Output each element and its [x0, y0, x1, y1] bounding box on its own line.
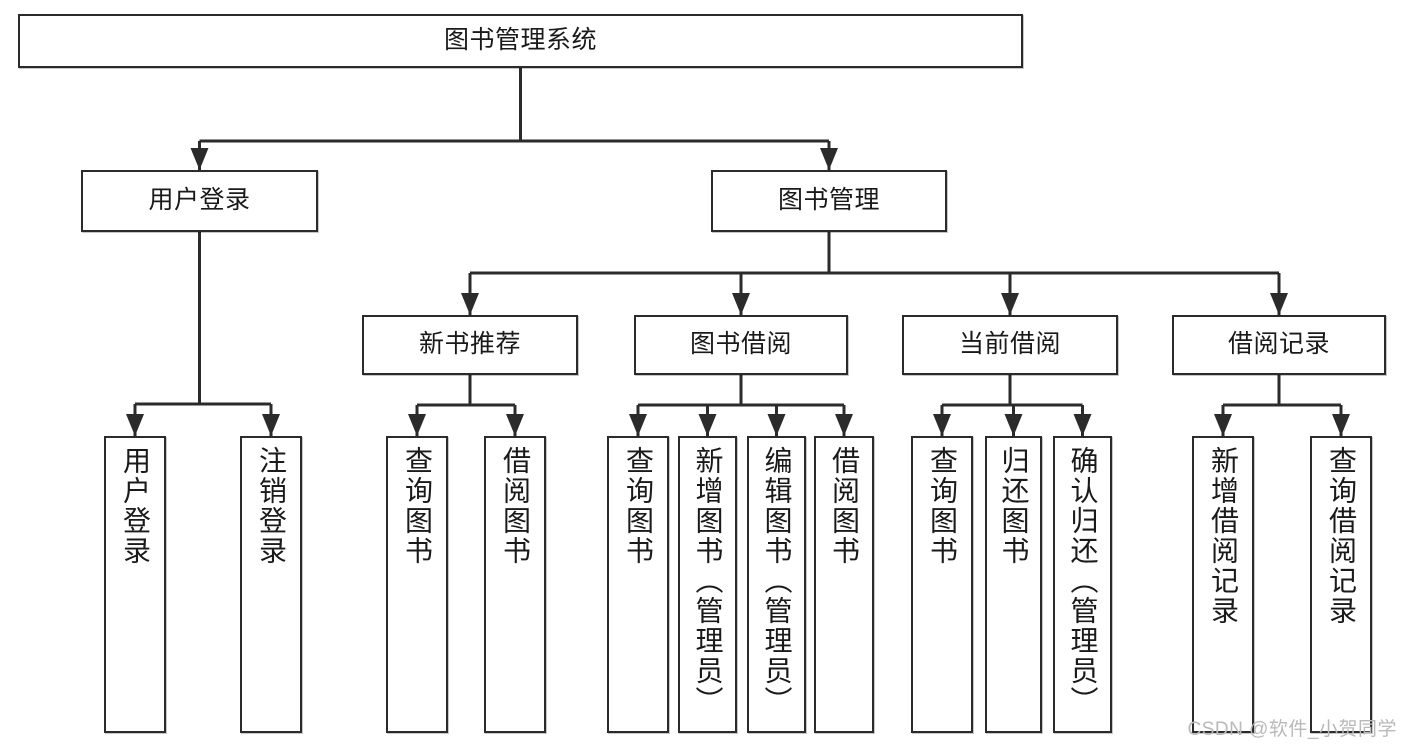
node-user-login[interactable]: 用户登录	[81, 170, 318, 232]
node-leaf-logout-login-label: 注销登录	[256, 446, 287, 566]
node-leaf-borrow-book-1-label: 借阅图书	[500, 446, 531, 566]
node-leaf-user-login[interactable]: 用户登录	[104, 436, 166, 733]
node-leaf-query-book-3[interactable]: 查询图书	[911, 436, 973, 733]
node-leaf-borrow-book-1[interactable]: 借阅图书	[484, 436, 546, 733]
node-leaf-edit-book[interactable]: 编辑图书（管理员）	[747, 436, 806, 733]
node-book-borrow[interactable]: 图书借阅	[634, 315, 848, 375]
watermark: CSDN @软件_小贺同学	[1187, 719, 1397, 740]
node-leaf-borrow-book-2-label: 借阅图书	[829, 446, 860, 566]
node-leaf-add-book[interactable]: 新增图书（管理员）	[678, 436, 737, 733]
node-leaf-add-borrow-record-label: 新增借阅记录	[1208, 446, 1239, 626]
node-leaf-query-book-3-label: 查询图书	[927, 446, 958, 566]
node-borrow-record-label: 借阅记录	[1227, 330, 1330, 359]
node-leaf-logout-login[interactable]: 注销登录	[240, 436, 302, 733]
node-leaf-user-login-label: 用户登录	[120, 446, 151, 566]
node-book-manage-label: 图书管理	[777, 186, 880, 215]
node-leaf-confirm-return-label: 确认归还（管理员）	[1067, 446, 1099, 716]
node-leaf-return-book-label: 归还图书	[998, 446, 1030, 566]
node-root-label: 图书管理系统	[443, 26, 597, 55]
node-leaf-borrow-book-2[interactable]: 借阅图书	[814, 436, 874, 733]
node-leaf-return-book[interactable]: 归还图书	[985, 436, 1042, 733]
node-leaf-query-book-1-label: 查询图书	[402, 446, 433, 566]
node-leaf-query-book-2-label: 查询图书	[623, 446, 654, 566]
node-leaf-add-book-label: 新增图书（管理员）	[692, 446, 724, 716]
node-current-borrow[interactable]: 当前借阅	[902, 315, 1118, 375]
node-leaf-add-borrow-record[interactable]: 新增借阅记录	[1192, 436, 1254, 733]
node-leaf-confirm-return[interactable]: 确认归还（管理员）	[1053, 436, 1112, 733]
node-borrow-record[interactable]: 借阅记录	[1172, 315, 1386, 375]
node-root[interactable]: 图书管理系统	[18, 14, 1023, 68]
node-leaf-edit-book-label: 编辑图书（管理员）	[761, 446, 793, 716]
node-leaf-query-book-1[interactable]: 查询图书	[386, 436, 448, 733]
node-leaf-query-borrow-record[interactable]: 查询借阅记录	[1310, 436, 1372, 733]
node-new-book-recommend[interactable]: 新书推荐	[362, 315, 578, 375]
node-leaf-query-book-2[interactable]: 查询图书	[607, 436, 669, 733]
node-book-borrow-label: 图书借阅	[689, 330, 792, 359]
node-new-book-recommend-label: 新书推荐	[418, 330, 521, 359]
node-leaf-query-borrow-record-label: 查询借阅记录	[1326, 446, 1357, 626]
node-current-borrow-label: 当前借阅	[958, 330, 1061, 359]
node-book-manage[interactable]: 图书管理	[711, 170, 947, 232]
node-user-login-label: 用户登录	[148, 186, 251, 215]
